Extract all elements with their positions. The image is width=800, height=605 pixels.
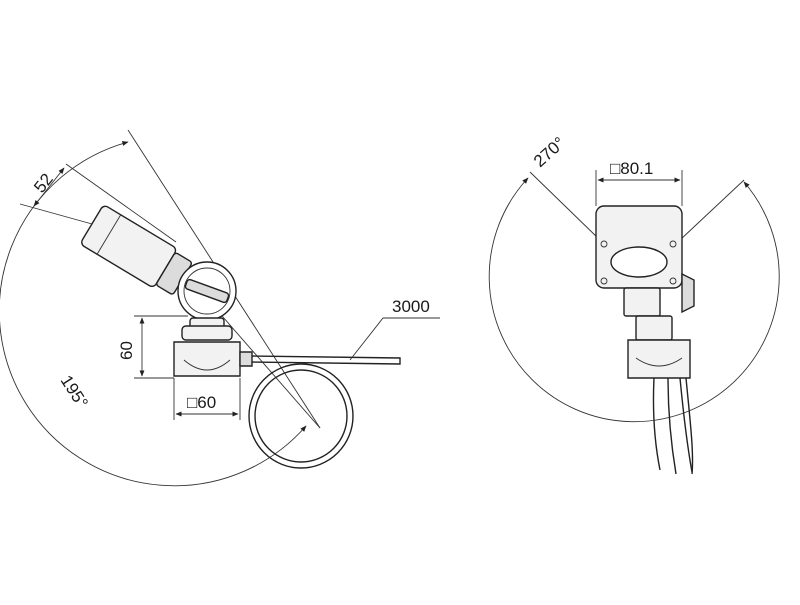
dim-52-line <box>33 167 65 207</box>
dim-3000-label: 3000 <box>392 297 430 316</box>
dim-60-label: 60 <box>117 341 136 360</box>
base-block <box>627 339 691 379</box>
cable-coil-outer <box>248 363 354 469</box>
neck-lower <box>635 315 673 341</box>
dim-270-label: 270° <box>530 133 569 171</box>
base-inner-curve <box>183 359 231 371</box>
joint-knob <box>177 261 237 321</box>
dim-52-label: 52 <box>30 170 57 197</box>
neck-collar <box>181 325 233 341</box>
dim-sq60-label: □60 <box>187 393 216 412</box>
base-block <box>173 341 241 377</box>
cable-straight <box>251 355 401 365</box>
screw-bottom-right <box>669 277 677 285</box>
rotation-arc-270 <box>488 177 780 423</box>
reference-line-right <box>679 179 745 241</box>
screw-bottom-left <box>600 277 608 285</box>
dim-sq80-label: □80.1 <box>610 159 653 178</box>
dim-195-label: 195° <box>57 372 92 412</box>
dim-52-extension-a <box>65 163 177 243</box>
neck-upper <box>623 287 661 317</box>
cable-2 <box>667 377 677 475</box>
side-knob <box>681 272 695 314</box>
cable-3 <box>679 377 693 473</box>
left-view: 52 3000 <box>0 129 440 487</box>
lens-window <box>610 246 668 278</box>
cable-4 <box>685 377 694 475</box>
right-view: 270° □80.1 <box>488 133 780 475</box>
screw-top-left <box>600 240 608 248</box>
base-inner-curve <box>635 357 683 367</box>
reference-line-left <box>529 171 601 241</box>
cable-coil-inner <box>254 369 348 463</box>
dim-3000-leader <box>349 317 440 361</box>
screw-top-right <box>669 240 677 248</box>
lamp-head <box>81 205 192 295</box>
cable-1 <box>652 377 661 471</box>
dim-52-extension-b <box>19 203 93 225</box>
cable-gland <box>239 351 253 367</box>
